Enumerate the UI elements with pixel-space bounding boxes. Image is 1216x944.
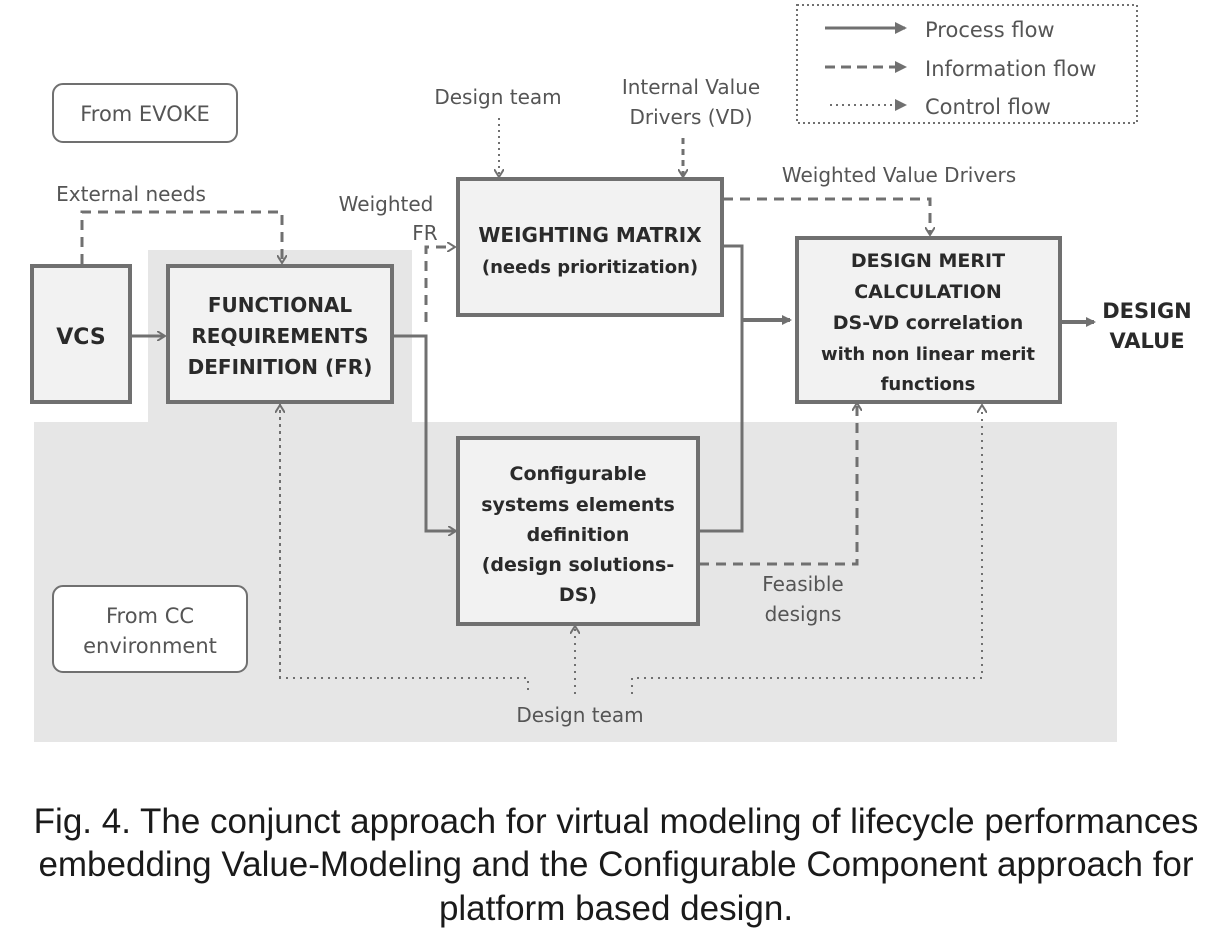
weighted-fr-arrow xyxy=(424,247,454,322)
wm-label-line1: WEIGHTING MATRIX xyxy=(478,223,702,247)
legend-control-label: Control flow xyxy=(925,95,1051,119)
dm-label-line2: CALCULATION xyxy=(854,281,1002,303)
fr-block xyxy=(166,264,394,404)
dm-label-line1: DESIGN MERIT xyxy=(851,250,1005,272)
weighted-value-drivers-label: Weighted Value Drivers xyxy=(782,163,1016,187)
dm-label-line4: with non linear merit xyxy=(821,344,1035,365)
vcs-block xyxy=(30,264,132,404)
design-value-line1: DESIGN xyxy=(1102,299,1192,323)
process-merge-line xyxy=(699,244,744,533)
configurable-elements-block xyxy=(456,436,700,626)
legend-information-label: Information flow xyxy=(925,57,1097,81)
design-merit-block xyxy=(795,236,1062,404)
caption-line3: platform based design. xyxy=(439,889,793,928)
legend: Process flow Information flow Control fl… xyxy=(796,4,1138,124)
internal-vd-label-line2: Drivers (VD) xyxy=(629,105,752,129)
internal-vd-label-line1: Internal Value xyxy=(622,75,760,99)
feasible-designs-arrow xyxy=(699,404,857,566)
cse-label-line4: (design solutions- xyxy=(482,554,675,576)
external-needs-label: External needs xyxy=(56,182,206,206)
weighted-fr-label-line1: Weighted xyxy=(339,192,434,216)
weighted-fr-label-line2: FR xyxy=(412,221,438,245)
from-cc-label-line2: environment xyxy=(83,634,217,658)
wm-label-line2: (needs prioritization) xyxy=(482,257,698,278)
cse-label-line1: Configurable xyxy=(510,463,647,485)
from-evoke-box xyxy=(52,83,238,143)
caption-line2: embedding Value-Modeling and the Configu… xyxy=(38,845,1193,884)
dm-label-line5: functions xyxy=(881,374,976,395)
cse-label-line2: systems elements xyxy=(481,494,675,516)
fr-to-configurable-arrow xyxy=(393,334,455,531)
from-evoke-label: From EVOKE xyxy=(80,102,210,126)
from-cc-box xyxy=(52,585,248,673)
fr-label-line2: REQUIREMENTS xyxy=(191,324,368,348)
weighting-matrix-block xyxy=(456,177,724,317)
weighted-value-drivers-arrow xyxy=(723,197,930,234)
design-team-top-label: Design team xyxy=(434,85,561,109)
design-team-bottom-label: Design team xyxy=(516,703,643,727)
vcs-label: VCS xyxy=(56,325,105,350)
feasible-designs-label-line2: designs xyxy=(765,602,842,626)
fr-label-line3: DEFINITION (FR) xyxy=(188,355,373,379)
dm-label-line3: DS-VD correlation xyxy=(833,312,1024,334)
legend-process-label: Process flow xyxy=(925,18,1055,42)
design-value-line2: VALUE xyxy=(1109,329,1184,353)
external-needs-arrow xyxy=(80,210,282,264)
cse-label-line3: definition xyxy=(527,524,630,546)
caption-line1: Fig. 4. The conjunct approach for virtua… xyxy=(34,802,1199,841)
control-dm-arrow xyxy=(631,406,982,694)
feasible-designs-label-line1: Feasible xyxy=(762,572,844,596)
cse-label-line5: DS) xyxy=(559,584,597,606)
from-cc-label-line1: From CC xyxy=(106,604,194,628)
fr-label-line1: FUNCTIONAL xyxy=(208,293,353,317)
